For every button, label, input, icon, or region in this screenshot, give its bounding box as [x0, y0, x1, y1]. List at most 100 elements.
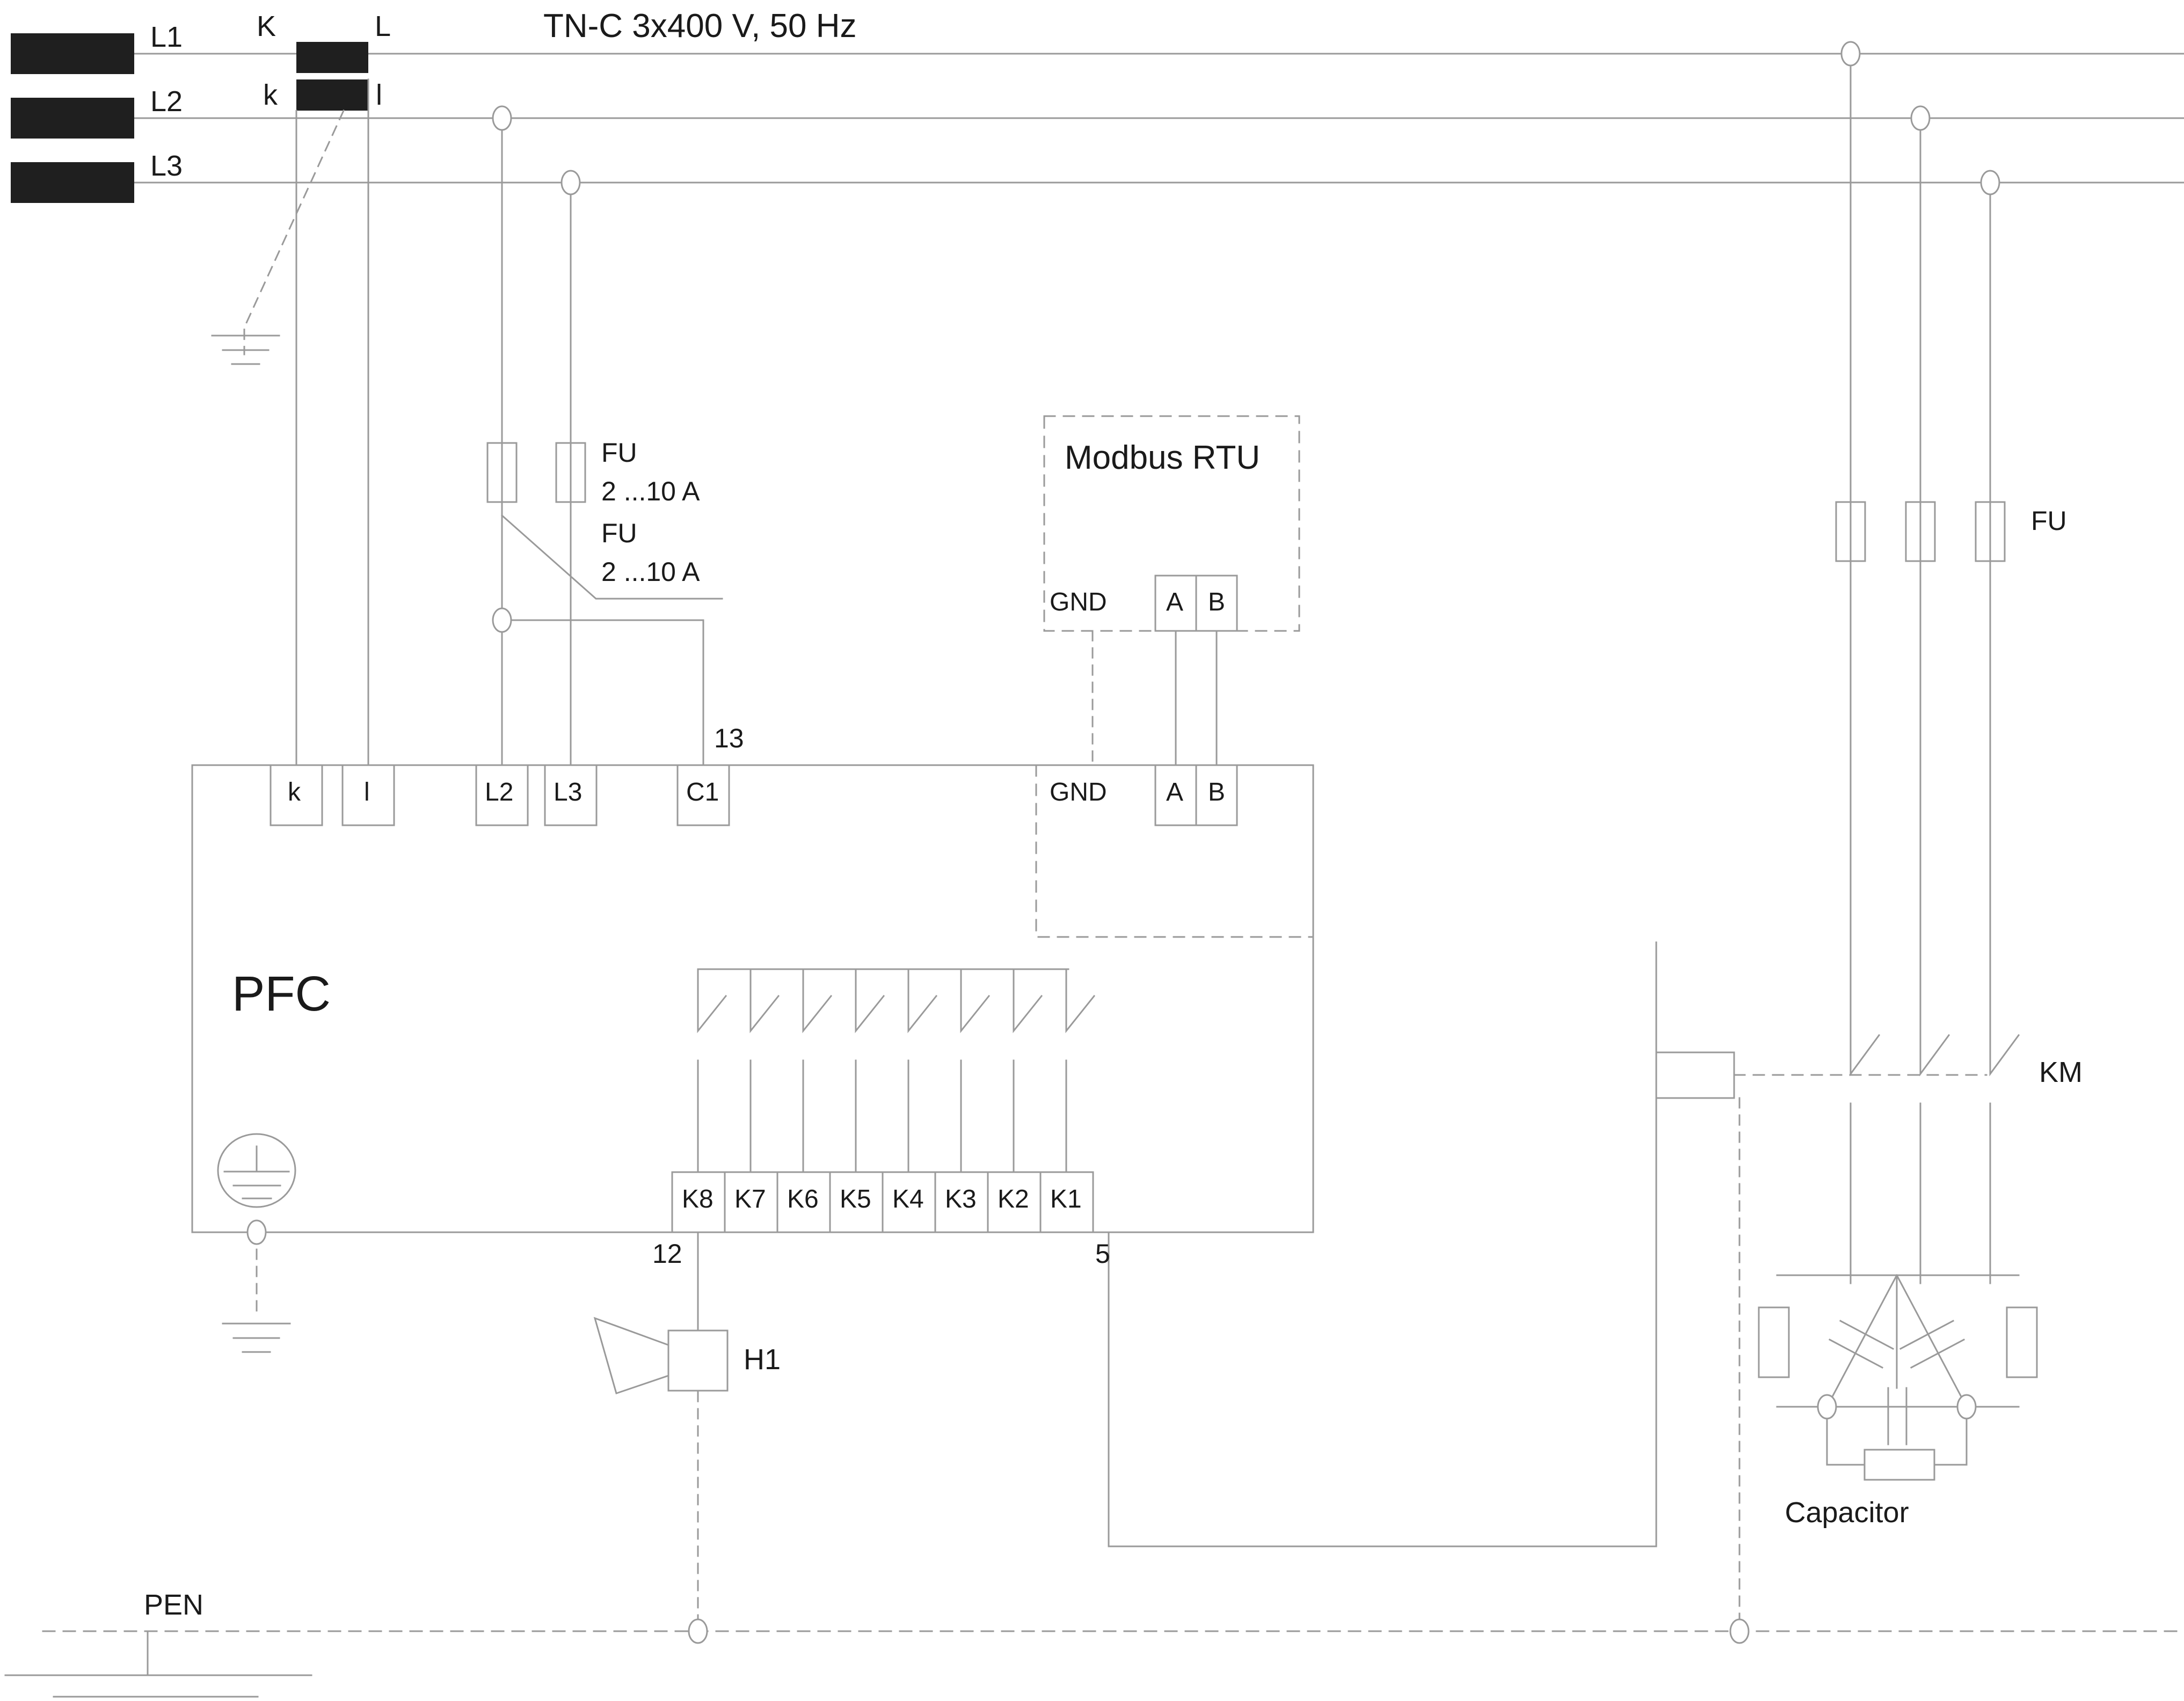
fuse-body-cap-l1: [1835, 501, 1866, 562]
terminal-box-k2[interactable]: [987, 1171, 1042, 1233]
relay-terminal-label-k8: K8: [682, 1185, 714, 1213]
horn-cone-icon: [593, 1317, 669, 1394]
fuse-label-control-upper: FU: [601, 438, 637, 468]
cap-plate-left-a: [1839, 1319, 1895, 1350]
node-c1-tap: [492, 607, 512, 633]
fuse-body-cap-l3: [1975, 501, 2006, 562]
modbus-terminal-label-gnd: GND: [1050, 588, 1107, 616]
fuse-rating-control-lower: 2 ...10 A: [601, 557, 700, 587]
pfc-terminal-label-k: k: [288, 778, 301, 806]
fuse-rating-control-upper: 2 ...10 A: [601, 476, 700, 506]
relay-contact-k2: [1013, 968, 1043, 1190]
pin-number-12: 12: [652, 1239, 682, 1269]
cap-delta-leg-right: [1895, 1274, 1968, 1408]
relay-terminal-label-k3: K3: [945, 1185, 977, 1213]
terminal-box-c1[interactable]: [676, 764, 730, 826]
ct-block-group: [11, 33, 368, 203]
pfc-relay-terminal-boxes: [671, 1171, 1094, 1233]
node-horn-pen: [688, 1618, 708, 1644]
cap-bottom-resistor-wires: [1826, 1406, 1968, 1466]
fuse-label-capacitor-branch: FU: [2031, 506, 2067, 536]
discharge-resistor-left: [1758, 1306, 1790, 1378]
fuse-body-control-l2: [486, 442, 518, 503]
contactor-coil-box: [1655, 1051, 1735, 1099]
contactor-label: KM: [2039, 1056, 2083, 1088]
ct-primary-right-label: L: [375, 10, 391, 42]
terminal-box-k4[interactable]: [882, 1171, 936, 1233]
cap-plate-right-b: [1910, 1338, 1965, 1369]
relay-terminal-label-k1: K1: [1050, 1185, 1082, 1213]
cap-plate-left-b: [1828, 1338, 1884, 1369]
pin-number-5: 5: [1095, 1239, 1110, 1269]
pfc-earth-circle: [217, 1133, 296, 1208]
pfc-comm-label-a: A: [1166, 778, 1184, 806]
relay-terminal-label-k6: K6: [787, 1185, 819, 1213]
node-pfc-earth: [246, 1219, 267, 1245]
node-cap-l3-tap: [1980, 170, 2000, 195]
relay-contact-k1: [1065, 968, 1096, 1190]
terminal-box-k8[interactable]: [671, 1171, 726, 1233]
terminal-box-comm-b[interactable]: [1195, 764, 1238, 826]
ct-secondary-winding: [296, 79, 368, 111]
node-l2-tap: [492, 105, 512, 131]
cap-plate-right-a: [1899, 1319, 1955, 1350]
horn-body: [667, 1329, 729, 1392]
discharge-resistor-right: [2006, 1306, 2038, 1378]
pfc-block-label: PFC: [232, 966, 331, 1021]
relay-contact-k6: [802, 968, 833, 1190]
ct-secondary-right-label: l: [376, 79, 382, 111]
contactor-pole-l2: [1919, 1030, 1950, 1284]
capacitor-label: Capacitor: [1785, 1496, 1909, 1529]
phase-stub-l3: [11, 162, 134, 203]
relay-contact-k5: [855, 968, 885, 1190]
terminal-box-l3[interactable]: [544, 764, 598, 826]
relay-contact-k3: [960, 968, 991, 1190]
pin-number-13: 13: [714, 723, 744, 753]
cap-delta-leg-left: [1825, 1274, 1898, 1408]
relay-contact-k7: [749, 968, 780, 1190]
ct-secondary-left-label: k: [263, 79, 278, 111]
phase-stub-l1: [11, 33, 134, 74]
c1-branch-wire: [501, 619, 704, 766]
terminal-box-k[interactable]: [270, 764, 323, 826]
terminal-box-l2[interactable]: [475, 764, 529, 826]
pfc-terminal-label-l3: L3: [554, 778, 583, 806]
relay-terminal-label-k2: K2: [998, 1185, 1029, 1213]
modbus-terminal-label-a: A: [1166, 588, 1184, 616]
pfc-enclosure: [191, 764, 1314, 1233]
modbus-title: Modbus RTU: [1065, 439, 1261, 476]
pfc-comm-subarea-divider: [1035, 764, 1314, 938]
junction-node-group: [246, 41, 2000, 1644]
diagram-title: TN-C 3x400 V, 50 Hz: [543, 8, 857, 45]
contactor-coil-control-wire: [1108, 941, 1657, 1547]
terminal-box-k5[interactable]: [829, 1171, 884, 1233]
phase-label-l1: L1: [150, 21, 183, 53]
ct-primary-winding: [296, 42, 368, 73]
relay-terminal-label-k4: K4: [892, 1185, 924, 1213]
terminal-box-l[interactable]: [341, 764, 395, 826]
fuse-label-leader: [500, 514, 723, 600]
terminal-box-comm-a[interactable]: [1154, 764, 1197, 826]
node-cap-right: [1956, 1394, 1977, 1420]
relay-contact-k8: [697, 968, 727, 1190]
node-l3-tap: [560, 170, 581, 195]
contactor-pole-l3: [1989, 1030, 2020, 1284]
fuse-label-control-lower: FU: [601, 518, 637, 548]
pfc-terminal-label-c1: C1: [686, 778, 719, 806]
phase-label-l3: L3: [150, 150, 183, 182]
modbus-terminal-label-b: B: [1208, 588, 1226, 616]
pfc-comm-label-gnd: GND: [1050, 778, 1107, 806]
horn-label: H1: [744, 1343, 781, 1376]
pfc-comm-label-b: B: [1208, 778, 1226, 806]
pfc-terminal-label-l: l: [364, 778, 370, 806]
terminal-box-k1[interactable]: [1039, 1171, 1094, 1233]
ct-primary-left-label: K: [257, 10, 276, 42]
terminal-box-k6[interactable]: [776, 1171, 831, 1233]
modbus-enclosure: [1043, 415, 1300, 632]
fuse-body-cap-l2: [1905, 501, 1936, 562]
node-cap-left: [1817, 1394, 1837, 1420]
node-cap-l1-tap: [1840, 41, 1861, 67]
pfc-top-terminal-boxes: [270, 764, 1238, 826]
relay-contact-group: [697, 968, 1096, 1190]
